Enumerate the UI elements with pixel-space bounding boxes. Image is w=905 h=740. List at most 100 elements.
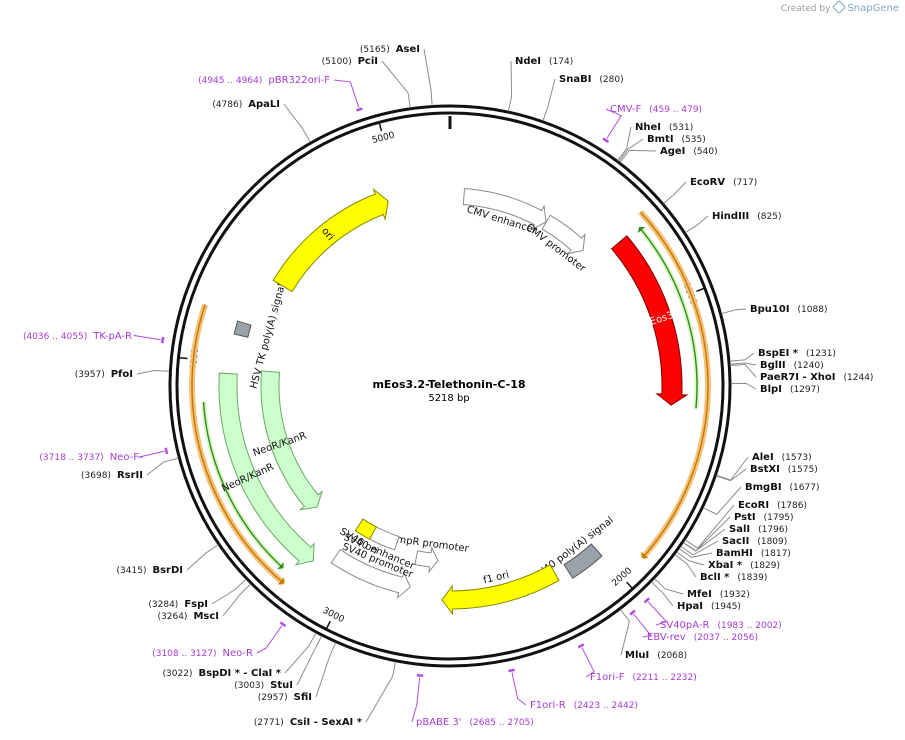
watermark-brand: SnapGene: [847, 3, 899, 14]
site-bsrdi: (3415) BsrDI: [117, 544, 219, 576]
site-label: (3284)FspI: [148, 599, 208, 610]
primer-leader: [633, 613, 652, 638]
enzyme-name: BspDI * - ClaI *: [198, 668, 281, 679]
enzyme-name: BsrDI: [152, 565, 183, 576]
site-label: (3957)PfoI: [75, 369, 133, 380]
enzyme-position: (531): [669, 123, 693, 133]
orange-arrowhead: [277, 577, 285, 585]
feature-ori: ori: [272, 187, 389, 293]
site-bpu10i: Bpu10I(1088): [721, 304, 827, 315]
site-label: (3698)RsrII: [81, 470, 143, 481]
enzyme-position: (174): [549, 57, 573, 67]
site-sacii: SacII(1809): [680, 536, 787, 556]
enzyme-name: PstI: [734, 512, 756, 523]
primer-range: (4945 .. 4964): [198, 76, 262, 86]
enzyme-position: (3003): [234, 681, 264, 691]
ruler-tick: [179, 356, 188, 360]
orange-arrowhead: [641, 551, 649, 559]
site-leader: [365, 661, 397, 723]
primer-f1ori-f: F1ori-F(2211 .. 2232): [577, 643, 697, 683]
site-leader: [619, 609, 631, 656]
primers: (4945 .. 4964)pBR322ori-F CMV-F(459 .. 47…: [23, 75, 782, 728]
primer-label: EBV-rev(2037 .. 2056): [647, 632, 758, 643]
site-label: NheI(531): [635, 122, 693, 133]
site-agei: AgeI(540): [619, 146, 718, 163]
enzyme-position: (3415): [117, 566, 147, 576]
primer-range: (2423 .. 2442): [574, 701, 638, 711]
ruler-tick: [626, 581, 633, 589]
site-label: SalI(1796): [729, 524, 788, 535]
primer-binding-mark: [643, 597, 651, 604]
site-leader: [651, 581, 674, 607]
primer-name: Neo-F: [110, 452, 140, 463]
plasmid-name: mEos3.2-Telethonin-C-18: [372, 378, 525, 391]
enzyme-position: (717): [733, 178, 757, 188]
site-leader: [684, 504, 735, 549]
site-leader: [284, 632, 317, 674]
site-leader: [146, 457, 179, 476]
site-leader: [507, 60, 513, 112]
enzyme-position: (1839): [737, 573, 767, 583]
ruler-tick: [696, 287, 705, 293]
enzyme-name: BmgBI: [745, 482, 782, 493]
enzyme-name: BlpI: [760, 384, 782, 395]
site-label: (4786)ApaLI: [212, 99, 280, 110]
feature-f1-ori: f1 ori: [441, 564, 560, 616]
feature-shape: [260, 370, 324, 511]
primer-label: F1ori-R(2423 .. 2442): [530, 700, 638, 711]
enzyme-position: (535): [682, 135, 706, 145]
enzyme-position: (1829): [750, 561, 780, 571]
site-hpai: HpaI(1945): [651, 581, 741, 612]
primer-range: (2685 .. 2705): [470, 718, 534, 728]
enzyme-name: SfiI: [294, 692, 312, 703]
green-arc-line: [202, 401, 284, 569]
site-ecorv: EcoRV(717): [663, 177, 757, 204]
site-label: PstI(1795): [734, 512, 794, 523]
site-leader: [136, 370, 170, 375]
feature-shape: [330, 548, 411, 599]
site-apali: (4786)ApaLI: [212, 99, 311, 143]
primer-name: pBABE 3': [416, 717, 462, 728]
primer-label: (4945 .. 4964)pBR322ori-F: [198, 75, 330, 86]
site-label: EcoRI(1786): [738, 500, 807, 511]
site-leader: [296, 635, 323, 686]
site-label: BmtI(535): [647, 134, 706, 145]
site-bspei: BspEI *(1231): [729, 348, 836, 362]
site-ndei: NdeI(174): [507, 56, 573, 112]
site-leader: [186, 544, 219, 571]
primer-leader: [647, 601, 668, 626]
site-label: NdeI(174): [515, 56, 573, 67]
enzyme-name: StuI: [270, 680, 293, 691]
green-arc-line: [638, 226, 698, 409]
feature-shape: [563, 543, 603, 579]
green-arrowhead: [637, 226, 646, 234]
site-sfii: (2957) SfiI: [258, 642, 337, 703]
primer-cmv-f: CMV-F(459 .. 479): [602, 104, 702, 143]
site-leader: [423, 48, 433, 106]
enzyme-position: (2771): [254, 718, 284, 728]
primer-label: (3108 .. 3127)Neo-R: [152, 648, 253, 659]
primer-range: (3718 .. 3737): [39, 453, 103, 463]
primer-leader: [581, 647, 595, 678]
site-bglii: BglII(1240): [730, 360, 824, 371]
site-stui: (3003) StuI: [234, 635, 323, 691]
primer-binding-mark: [416, 673, 424, 677]
primer-range: (2211 .. 2232): [632, 673, 696, 683]
enzyme-name: SalI: [729, 524, 750, 535]
enzyme-name: BamHI: [716, 548, 753, 559]
primer-neo-f: (3718 .. 3737) Neo-F: [39, 447, 169, 463]
enzyme-position: (2957): [258, 693, 288, 703]
feature-shape: [414, 546, 439, 574]
orange-arc-line: [191, 304, 285, 584]
primer-label: (3718 .. 3737) Neo-F: [39, 452, 139, 463]
enzyme-position: (5100): [322, 57, 352, 67]
enzyme-name: SnaBI: [559, 74, 591, 85]
site-label: SacII(1809): [722, 536, 787, 547]
primer-name: CMV-F: [610, 104, 641, 115]
primer-range: (2037 .. 2056): [694, 633, 758, 643]
enzyme-name: PaeR7I - XhoI: [760, 372, 836, 383]
site-label: AgeI(540): [660, 146, 718, 157]
ruler-tick: [378, 123, 383, 132]
site-leader: [730, 363, 757, 378]
